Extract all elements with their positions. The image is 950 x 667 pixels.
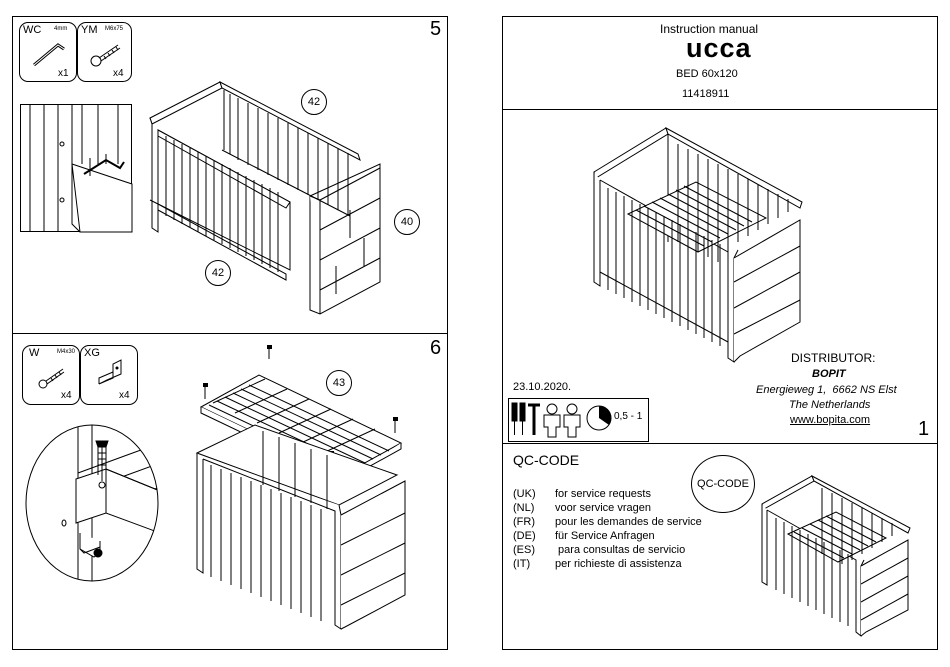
part-code: W	[29, 347, 40, 359]
part-code: WC	[23, 24, 42, 36]
part-qty: x4	[119, 390, 130, 401]
header-divider	[502, 109, 938, 110]
part-qty: x4	[113, 68, 124, 79]
model: BED 60x120	[676, 68, 738, 80]
clock-icon	[586, 405, 612, 431]
part-size: 4mm	[54, 26, 68, 32]
article-code: 11418911	[682, 88, 730, 100]
step-divider	[12, 333, 448, 334]
doc-type: Instruction manual	[660, 22, 759, 36]
qc-divider	[502, 443, 938, 444]
part-card-ym: YM M6x75 x4	[77, 22, 132, 82]
assembly-time: 0,5 - 1	[614, 411, 643, 422]
tools-icon	[510, 401, 584, 439]
part-size: M4x30	[57, 349, 76, 355]
date: 23.10.2020.	[513, 381, 572, 393]
part-qty: x4	[61, 390, 72, 401]
lang-code: (UK)	[513, 488, 536, 500]
lang-text: voor service vragen	[555, 502, 651, 514]
tools-box	[508, 398, 649, 442]
part-card-wc: WC 4mm x1	[19, 22, 77, 82]
bolt-icon	[88, 39, 124, 69]
lang-text: for service requests	[555, 488, 651, 500]
distributor-country: The Netherlands	[789, 399, 871, 411]
callout-42-bottom: 42	[205, 260, 231, 286]
right-page	[502, 16, 938, 650]
product-drawing	[588, 122, 808, 364]
lang-text: para consultas de servicio	[555, 544, 686, 556]
callout-42-top: 42	[301, 89, 327, 115]
allen-key-icon	[30, 39, 70, 71]
lang-code: (NL)	[513, 502, 535, 514]
lang-code: (FR)	[513, 516, 535, 528]
step-6-number: 6	[430, 337, 442, 359]
lang-text: für Service Anfragen	[555, 530, 655, 542]
circular-detail	[24, 423, 160, 583]
qc-title: QC-CODE	[513, 452, 580, 468]
qc-product-drawing	[758, 474, 914, 639]
step-5-number: 5	[430, 18, 442, 40]
part-qty: x1	[58, 68, 69, 79]
lang-text: per richieste di assistenza	[555, 558, 682, 570]
product-name: ucca	[686, 33, 752, 63]
qc-badge-label: QC-CODE	[697, 478, 749, 490]
screw-icon	[37, 364, 69, 390]
part-card-w: W M4x30 x4	[22, 345, 80, 405]
part-code: YM	[81, 24, 98, 36]
crib-assembly-step6	[195, 345, 410, 640]
distributor-label: DISTRIBUTOR:	[791, 351, 876, 365]
qc-badge[interactable]: QC-CODE	[691, 455, 755, 513]
page-number: 1	[918, 418, 930, 440]
detail-inset	[20, 104, 132, 232]
callout-43: 43	[326, 370, 352, 396]
lang-code: (ES)	[513, 544, 535, 556]
part-code: XG	[84, 347, 100, 359]
part-card-xg: XG x4	[80, 345, 138, 405]
lang-text: pour les demandes de service	[555, 516, 702, 528]
lang-code: (IT)	[513, 558, 531, 570]
distributor-url[interactable]: www.bopita.com	[790, 414, 871, 426]
bracket-icon	[93, 358, 129, 388]
distributor-address: Energieweg 1, 6662 NS Elst	[756, 384, 897, 396]
callout-40: 40	[394, 209, 420, 235]
detail-drawing	[20, 104, 132, 232]
part-size: M6x75	[105, 26, 124, 32]
lang-code: (DE)	[513, 530, 536, 542]
crib-assembly-step5	[140, 70, 400, 328]
distributor-name: BOPIT	[812, 368, 846, 380]
